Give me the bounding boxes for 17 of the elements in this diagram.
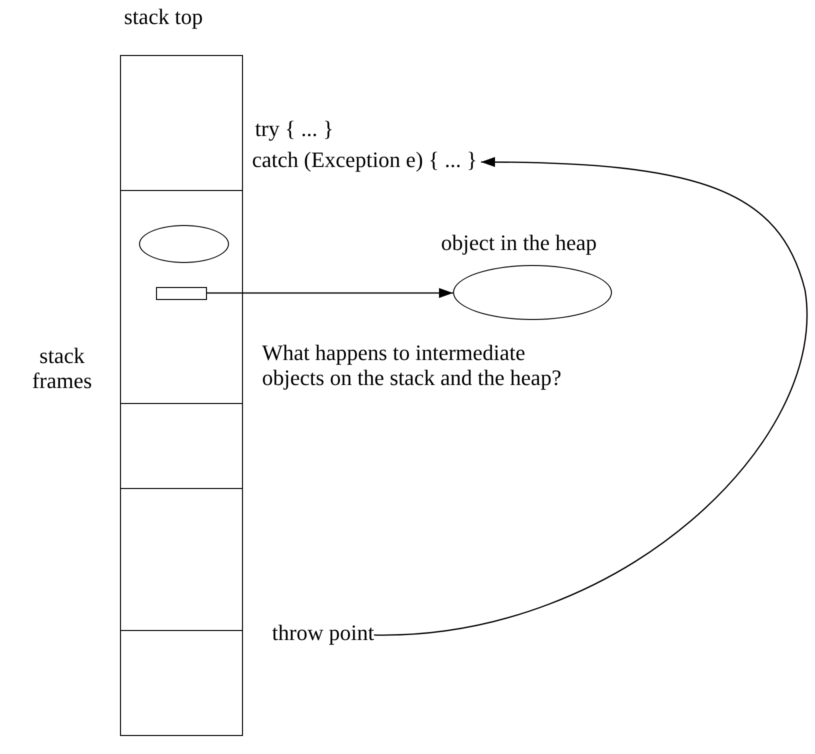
heap-object-ellipse xyxy=(453,265,612,320)
stack-frames-label: stack frames xyxy=(31,343,93,394)
object-caption: object in the heap xyxy=(441,231,597,256)
throw-point-text: throw point xyxy=(272,621,374,649)
stack-frame xyxy=(120,55,243,191)
stack-frame xyxy=(120,489,243,631)
stack-frame xyxy=(120,631,243,736)
code-text: try { ... } xyxy=(255,116,334,142)
question-text: What happens to intermediate objects on the stack and the heap? xyxy=(262,340,562,391)
local-object-ellipse xyxy=(139,225,229,263)
arrow xyxy=(206,288,453,298)
catch-block-text: catch (Exception e) { ... } xyxy=(252,148,478,176)
stack-frame xyxy=(120,191,243,404)
stack-top-label: stack top xyxy=(124,4,203,30)
reference-slot xyxy=(156,287,207,300)
arrow xyxy=(374,157,808,636)
stack-frame xyxy=(120,404,243,489)
